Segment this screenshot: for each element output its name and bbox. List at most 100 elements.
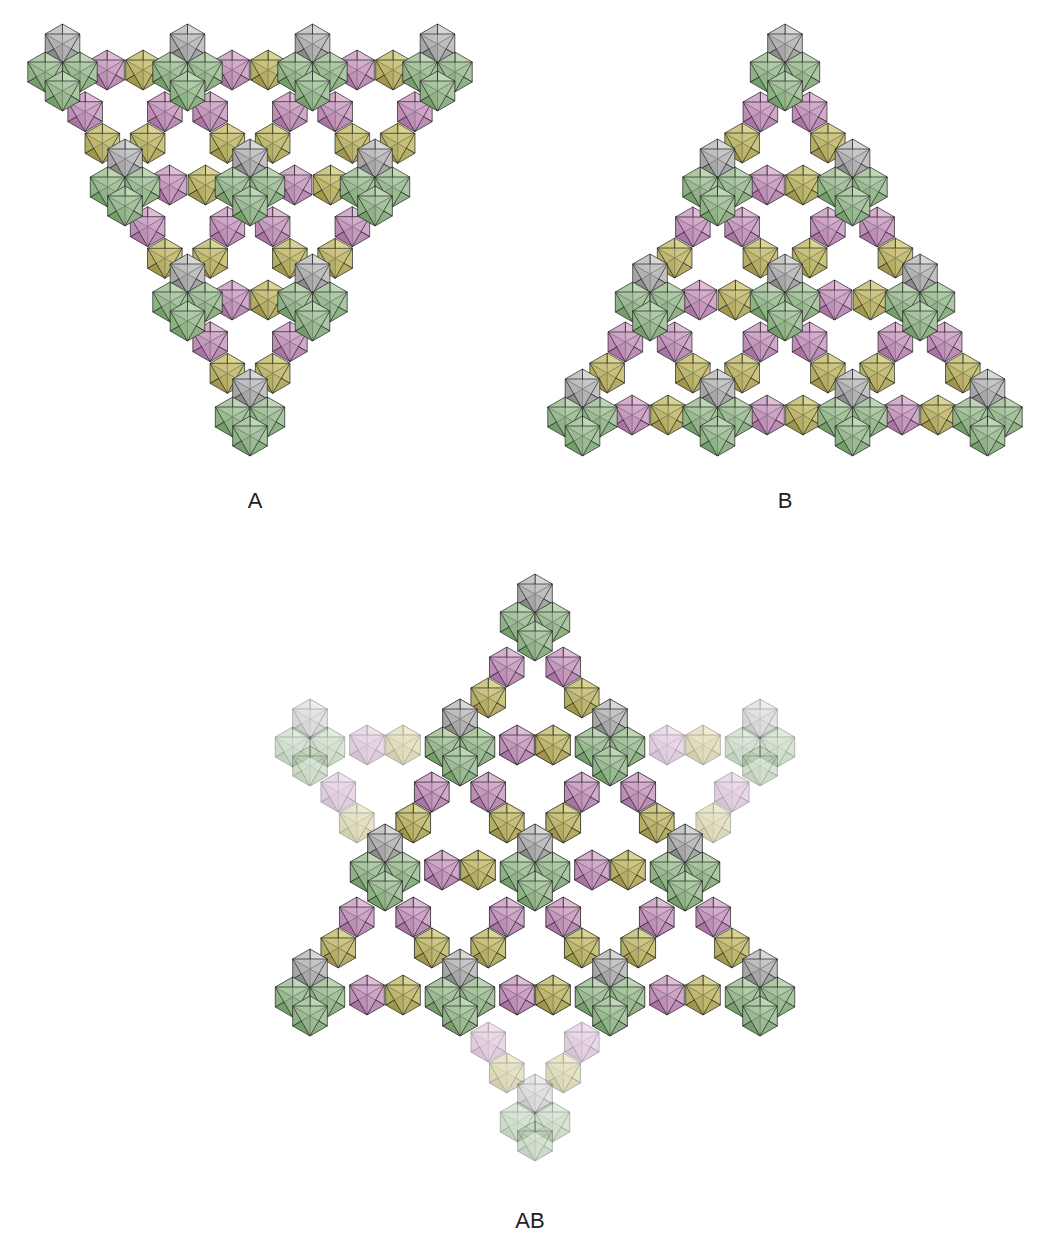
octahedron [339,897,374,937]
octahedron [750,165,785,205]
octahedron [682,280,717,320]
octahedron [350,975,385,1015]
octahedron [45,71,80,111]
octahedron [575,850,610,890]
framework [548,24,1022,456]
octahedron [425,850,460,890]
octahedron [718,280,753,320]
octahedron [621,772,656,812]
octahedron [835,186,870,226]
octahedron [425,850,460,890]
octahedron [471,1022,506,1062]
octahedron [108,186,143,226]
octahedron [853,280,888,320]
octahedron [293,996,328,1036]
framework [275,574,794,1036]
octahedron [536,975,571,1015]
octahedron [489,897,524,937]
panel-label: B [778,488,793,514]
octahedron [295,71,330,111]
octahedron [786,165,821,205]
octahedron [396,897,431,937]
octahedron [575,850,610,890]
octahedron [471,772,506,812]
octahedron [461,850,496,890]
octahedron [650,975,685,1015]
octahedron [500,975,535,1015]
octahedron [668,871,703,911]
panel-label: AB [515,1208,544,1234]
octahedron [921,395,956,435]
octahedron [386,975,421,1015]
octahedron [170,301,205,341]
octahedron [295,301,330,341]
octahedron [714,772,749,812]
octahedron [700,416,735,456]
octahedron [786,395,821,435]
octahedron [651,395,686,435]
octahedron [768,301,803,341]
octahedron [686,975,721,1015]
octahedron [518,1121,553,1161]
octahedron [743,746,778,786]
octahedron [443,996,478,1036]
octahedron [518,621,553,661]
octahedron [633,301,668,341]
octahedron [615,395,650,435]
octahedron [564,1022,599,1062]
octahedron [233,186,268,226]
octahedron [500,975,535,1015]
octahedron [546,897,581,937]
octahedron [593,746,628,786]
octahedron [414,772,449,812]
octahedron [611,850,646,890]
panel-label: A [248,488,263,514]
octahedron [621,772,656,812]
octahedron [743,996,778,1036]
octahedron [639,897,674,937]
octahedron [611,850,646,890]
octahedron [471,772,506,812]
octahedron [170,71,205,111]
octahedron [414,772,449,812]
octahedron [368,871,403,911]
octahedron [546,647,581,687]
octahedron [903,301,938,341]
octahedron [396,897,431,937]
framework [275,699,794,1161]
octahedron [321,772,356,812]
octahedron [564,772,599,812]
octahedron [593,996,628,1036]
octahedron [500,725,535,765]
octahedron [420,71,455,111]
octahedron [293,746,328,786]
octahedron [970,416,1005,456]
framework [28,24,472,456]
octahedron [700,186,735,226]
octahedron [461,850,496,890]
octahedron [835,416,870,456]
octahedron [564,772,599,812]
octahedron [750,395,785,435]
octahedron [885,395,920,435]
octahedron [536,975,571,1015]
octahedron [565,416,600,456]
octahedron [768,71,803,111]
octahedron [350,725,385,765]
octahedron [546,897,581,937]
octahedron [489,897,524,937]
octahedron [500,725,535,765]
octahedron [536,725,571,765]
octahedron [233,416,268,456]
octahedron [817,280,852,320]
octahedron [650,725,685,765]
octahedron [358,186,393,226]
octahedron [639,897,674,937]
octahedron [536,725,571,765]
octahedron [386,725,421,765]
octahedron [686,725,721,765]
octahedron [518,871,553,911]
octahedron [696,897,731,937]
